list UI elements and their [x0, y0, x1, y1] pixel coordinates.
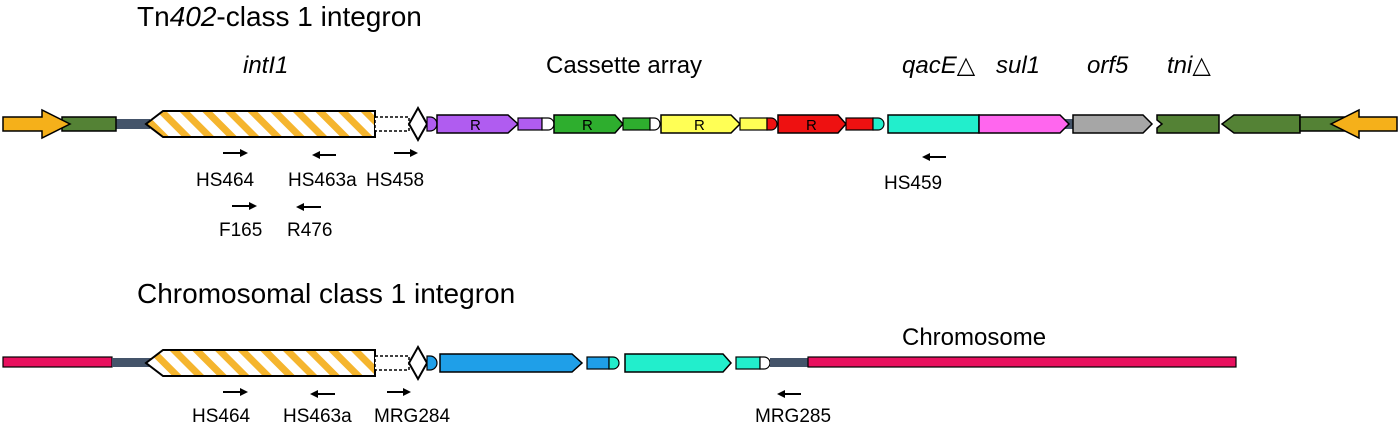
attc-site — [759, 356, 771, 370]
primer-arrow-forward — [387, 388, 411, 396]
cassette-green-gene — [553, 114, 625, 134]
primer-arrow-reverse — [777, 390, 801, 398]
cassette-teal-gene — [624, 353, 733, 373]
chromosome-right — [807, 356, 1237, 368]
resistance-label: R — [806, 117, 817, 134]
chromosome-left — [2, 356, 113, 368]
primer-label: HS463a — [288, 170, 357, 191]
primer-arrow-forward — [232, 202, 257, 210]
cassette-red-gene — [777, 114, 848, 134]
cassette-red-tail — [845, 117, 874, 131]
backbone-segment — [770, 358, 808, 367]
inverted-repeat-right — [1329, 108, 1398, 140]
primer-arrow-reverse — [310, 390, 335, 398]
resistance-label: R — [582, 117, 593, 134]
attI1-site — [407, 344, 429, 382]
attI1-site — [407, 105, 429, 143]
cassette-purple-tail — [517, 117, 543, 131]
primer-label: MRG284 — [374, 406, 450, 425]
attc-site — [426, 355, 438, 371]
primer-label: HS459 — [884, 173, 942, 194]
primer-label: HS458 — [366, 170, 424, 191]
label-chromosome: Chromosome — [902, 324, 1046, 351]
resistance-label: R — [470, 117, 481, 134]
gene-label-tni: tni△ — [1167, 52, 1211, 79]
primer-arrow-forward — [223, 388, 248, 396]
backbone-segment — [115, 119, 150, 129]
primer-arrow-reverse — [312, 151, 336, 159]
attc-site — [649, 117, 661, 131]
primer-label: HS464 — [192, 406, 251, 425]
primer-label: F165 — [219, 220, 262, 241]
gene-label-sul1: sul1 — [996, 52, 1040, 79]
cassette-yellow-tail — [739, 117, 768, 131]
attc-site — [541, 117, 555, 131]
gene-orf5 — [1072, 114, 1154, 134]
cassette-green-tail — [622, 117, 651, 131]
gene-tni-right — [1220, 114, 1301, 134]
gene-label-qacE: qacE△ — [902, 52, 976, 79]
cassette-purple-attc — [426, 116, 438, 132]
top-title: Tn402-class 1 integron — [137, 1, 422, 32]
promoter-region — [374, 355, 410, 371]
primer-label: HS464 — [196, 170, 255, 191]
inverted-repeat-left — [2, 108, 72, 140]
gene-tni-left — [1156, 114, 1220, 134]
backbone-segment — [112, 358, 152, 367]
gene-label-intI1: intI1 — [243, 52, 288, 79]
cassette-purple-gene — [436, 114, 520, 134]
promoter-region — [374, 116, 410, 132]
gene-intI1 — [144, 110, 376, 138]
cassette-blue-gene — [439, 353, 584, 373]
primer-label: R476 — [287, 220, 332, 241]
cassette-blue-tail — [586, 356, 610, 370]
primer-label: MRG285 — [755, 406, 831, 425]
gene-qacE — [887, 114, 980, 134]
cassette-yellow-gene — [660, 114, 742, 134]
gene-label-orf5: orf5 — [1087, 52, 1129, 79]
primer-arrow-forward — [223, 149, 248, 157]
attc-site — [608, 356, 620, 370]
cassette-teal-tail — [735, 356, 761, 370]
gene-intI1 — [144, 349, 376, 377]
primer-arrow-forward — [394, 149, 418, 157]
bottom-title: Chromosomal class 1 integron — [137, 278, 515, 309]
resistance-label: R — [694, 117, 705, 134]
primer-arrow-reverse — [296, 203, 321, 211]
label-cassette-array: Cassette array — [546, 52, 702, 79]
attc-site — [766, 117, 778, 131]
primer-label: HS463a — [283, 406, 352, 425]
primer-arrow-reverse — [922, 153, 946, 161]
attc-site — [872, 117, 885, 131]
gene-sul1 — [978, 114, 1071, 134]
